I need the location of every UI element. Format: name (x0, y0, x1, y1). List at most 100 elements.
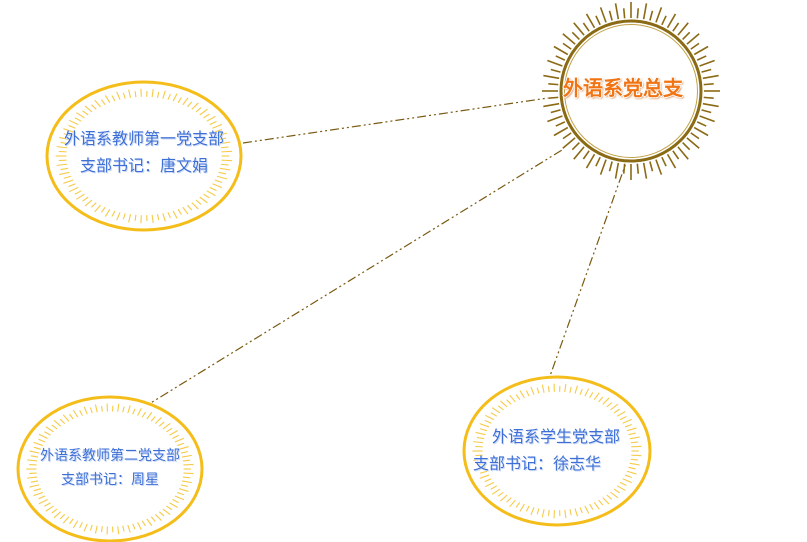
branch-ray (479, 423, 490, 428)
branch-ray (76, 193, 85, 200)
branch-ray (519, 503, 525, 512)
branch-ray (509, 499, 516, 508)
branch-ray (68, 124, 76, 129)
branch-ray (162, 213, 166, 222)
branch-ray (134, 91, 137, 98)
root-node (542, 2, 720, 180)
branch-ray (475, 466, 486, 471)
branch-ray (60, 141, 69, 145)
branch-ray (622, 418, 632, 424)
branch-ray (82, 196, 89, 202)
branch-ray (593, 392, 600, 401)
branch-teacher1-name: 外语系教师第一党支部 (63, 129, 224, 148)
root-ray (599, 159, 607, 175)
branch-ray (169, 502, 179, 508)
branch-ray (63, 175, 72, 179)
branch-ray (76, 112, 85, 119)
root-ray (614, 3, 620, 20)
branch-ray (209, 186, 217, 192)
branch-ray (626, 470, 637, 475)
root-ray (655, 159, 663, 175)
branch-ray (116, 212, 121, 221)
branch-ray (628, 432, 636, 436)
branch-ray (29, 450, 40, 454)
branch-ray (111, 95, 116, 102)
root-ray (562, 132, 572, 140)
branch-ray (525, 505, 530, 512)
branch-ray (72, 520, 79, 529)
root-ray (622, 8, 626, 19)
branch-ray (100, 405, 103, 412)
root-ray (555, 55, 566, 61)
root-node-title: 外语系党总支 (563, 76, 683, 100)
branch-ray (156, 214, 160, 221)
branch-ray (181, 480, 192, 484)
branch-node-teacher1 (45, 80, 243, 232)
branch-ray (179, 488, 189, 492)
branch-ray (167, 93, 171, 100)
branch-ray (530, 386, 535, 395)
branch-ray (584, 388, 590, 397)
branch-ray (38, 433, 48, 439)
branch-ray (541, 509, 545, 518)
branch-ray (177, 97, 182, 104)
branch-ray (536, 387, 540, 394)
branch-ray (68, 183, 76, 188)
root-ray (614, 162, 620, 179)
branch-ray (45, 426, 54, 433)
root-ray (672, 150, 680, 160)
branch-student-name: 外语系学生党支部 (491, 427, 620, 446)
branch-ray (593, 501, 600, 510)
root-ray (690, 42, 700, 50)
branch-ray (122, 92, 126, 99)
branch-ray (83, 523, 88, 532)
branch-ray (158, 421, 165, 427)
branch-ray (479, 474, 490, 479)
branch-student-secretary: 支部书记：徐志华 (472, 454, 601, 473)
branch-ray (69, 413, 74, 420)
root-ray (703, 82, 714, 86)
branch-ray (167, 212, 171, 219)
branch-ray (169, 430, 179, 436)
branch-ray (525, 390, 530, 397)
root-ray (655, 7, 663, 23)
branch-node-ring (45, 80, 243, 232)
branch-ray (221, 159, 233, 162)
branch-ray (500, 494, 508, 502)
branch-ray (613, 488, 620, 494)
branch-ray (219, 141, 231, 145)
branch-ray (473, 458, 484, 461)
branch-ray (473, 441, 484, 444)
branch-ray (89, 407, 93, 414)
branch-ray (166, 505, 173, 511)
branch-ray (132, 523, 136, 530)
branch-ray (151, 214, 154, 224)
branch-ray (569, 509, 572, 516)
branch-ray (172, 434, 179, 439)
branch-ray (59, 514, 66, 520)
root-ray (547, 115, 563, 123)
branch-ray (63, 133, 72, 137)
branch-ray (29, 484, 40, 488)
branch-ray (51, 508, 58, 514)
branch-ray (497, 405, 504, 411)
branch-ray (484, 419, 492, 424)
branch-ray (186, 101, 193, 108)
branch-ray (491, 488, 501, 495)
branch-ray (146, 411, 153, 420)
root-ray (666, 13, 677, 29)
branch-node-teacher2 (16, 395, 204, 542)
branch-ray (484, 481, 495, 488)
branch-ray (602, 397, 610, 405)
branch-ray (564, 383, 567, 393)
root-ray (548, 96, 559, 100)
branch-ray (628, 466, 636, 470)
root-ray (666, 153, 677, 169)
root-ray (571, 142, 580, 151)
branch-ray (94, 404, 98, 413)
branch-ray (530, 507, 535, 516)
branch-ray (186, 204, 193, 211)
branch-ray (218, 137, 227, 141)
branch-ray (38, 495, 46, 500)
branch-node-rays (26, 403, 194, 535)
